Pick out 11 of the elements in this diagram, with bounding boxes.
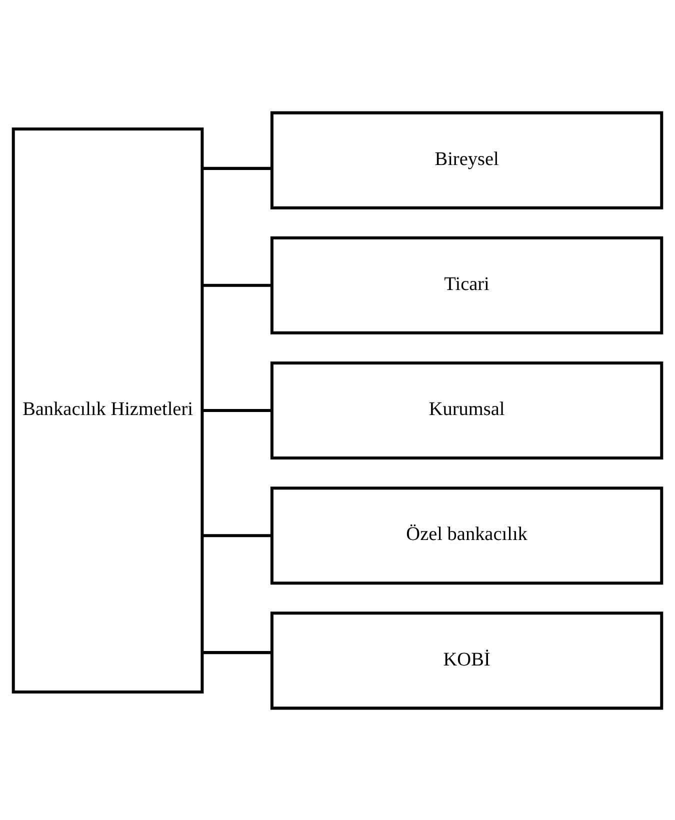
node-box: Özel bankacılık [270,486,664,584]
node-box: Kurumsal [270,360,664,460]
node-box: Bireysel [270,110,664,209]
connector [202,283,272,286]
node-box: Bankacılık Hizmetleri [12,127,204,693]
connector [202,650,272,654]
connector [202,408,272,412]
node-box: Ticari [270,236,664,334]
connector [202,534,272,537]
connector [202,166,272,170]
node-box: KOBİ [270,611,664,710]
